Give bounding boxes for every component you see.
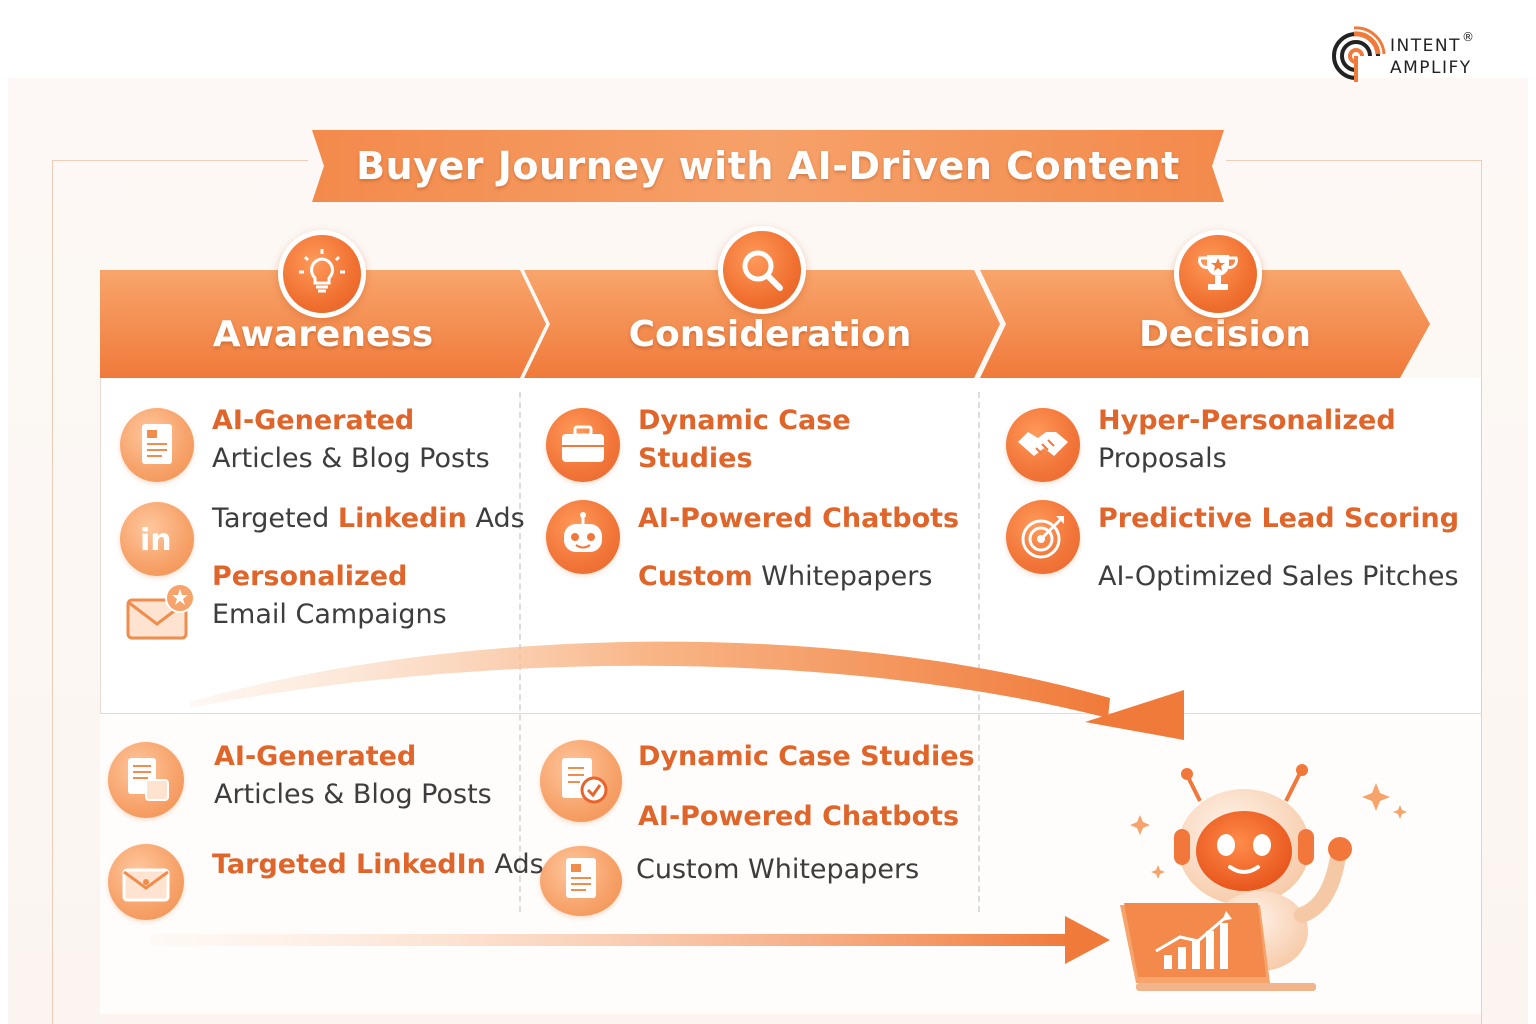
awareness-item-2-highlight: Linkedin <box>337 503 467 534</box>
awareness-item-3-text: Email Campaigns <box>212 599 447 630</box>
decision-item-1-highlight: Hyper-Personalized <box>1098 405 1396 436</box>
consideration-item-3-post: Whitepapers <box>752 561 933 592</box>
svg-text:in: in <box>140 523 172 558</box>
panel-border <box>100 378 101 714</box>
awareness-item-2-pre: Targeted <box>212 503 338 534</box>
linkedin-icon: in <box>120 502 194 576</box>
brand-name-line2: AMPLIFY <box>1390 58 1472 78</box>
title-banner: Buyer Journey with AI-Driven Content <box>312 130 1224 202</box>
awareness-item-2: Targeted Linkedin Ads <box>212 500 525 538</box>
decision-item-3-text: AI-Optimized Sales Pitches <box>1098 561 1459 592</box>
bottom-awareness-item-2: Targeted LinkedIn Ads <box>212 846 544 884</box>
journey-straight-arrow <box>150 916 1110 964</box>
bottom-awareness-item-2-highlight: Targeted LinkedIn <box>212 849 486 880</box>
whitepaper-icon <box>540 846 622 916</box>
column-divider <box>978 392 980 912</box>
stage-chevron-band <box>100 270 1430 378</box>
decision-item-1-text: Proposals <box>1098 443 1227 474</box>
documents-icon <box>108 742 184 818</box>
frame-line <box>52 160 53 1024</box>
bottom-consideration-item-1-highlight: Dynamic Case Studies <box>638 741 975 772</box>
chatbot-icon <box>546 500 620 574</box>
stage-consideration-label: Consideration <box>628 314 912 355</box>
consideration-item-3-highlight: Custom <box>638 561 753 592</box>
consideration-item-1-line2: Studies <box>638 443 753 474</box>
frame-line <box>1481 160 1482 1024</box>
signal-logo-icon <box>1332 26 1386 82</box>
briefcase-icon <box>546 408 620 482</box>
banner-ribbon-icon <box>312 130 1224 202</box>
brand-name-line1: INTENT <box>1390 36 1461 56</box>
panel-divider <box>100 713 1481 714</box>
frame-line <box>1226 160 1482 161</box>
consideration-item-2-highlight: AI-Powered Chatbots <box>638 503 960 534</box>
awareness-item-1-highlight: AI-Generated <box>212 405 415 436</box>
document-icon <box>120 408 194 482</box>
bottom-awareness-item-1-text: Articles & Blog Posts <box>214 779 492 810</box>
decision-item-2-highlight: Predictive Lead Scoring <box>1098 503 1460 534</box>
awareness-item-3-highlight: Personalized <box>212 561 408 592</box>
bottom-consideration-item-3-text: Custom Whitepapers <box>636 854 920 885</box>
awareness-item-2-post: Ads <box>466 503 525 534</box>
trophy-icon <box>1174 230 1262 318</box>
checklist-icon <box>540 740 622 822</box>
robot-laptop-icon <box>1120 764 1407 991</box>
page-title: Buyer Journey with AI-Driven Content <box>356 144 1180 188</box>
handshake-icon <box>1006 408 1080 482</box>
lightbulb-icon <box>278 230 366 318</box>
bottom-awareness-item-2-post: Ads <box>485 849 544 880</box>
stage-awareness-label: Awareness <box>212 314 434 355</box>
registered-mark: ® <box>1462 30 1474 44</box>
magnifier-icon <box>718 226 806 314</box>
consideration-item-1-line1: Dynamic Case <box>638 405 851 436</box>
envelope-icon <box>108 844 184 920</box>
email-icon <box>124 580 200 644</box>
bottom-consideration-item-2-highlight: AI-Powered Chatbots <box>638 801 960 832</box>
target-icon <box>1006 500 1080 574</box>
brand-logo: INTENT ® AMPLIFY <box>1326 24 1506 84</box>
frame-line <box>52 160 308 161</box>
stage-decision-label: Decision <box>1138 314 1312 355</box>
bottom-awareness-item-1-highlight: AI-Generated <box>214 741 417 772</box>
consideration-item-3: Custom Whitepapers <box>638 558 932 596</box>
journey-curve-arrow <box>190 641 1184 740</box>
awareness-item-1-text: Articles & Blog Posts <box>212 443 490 474</box>
